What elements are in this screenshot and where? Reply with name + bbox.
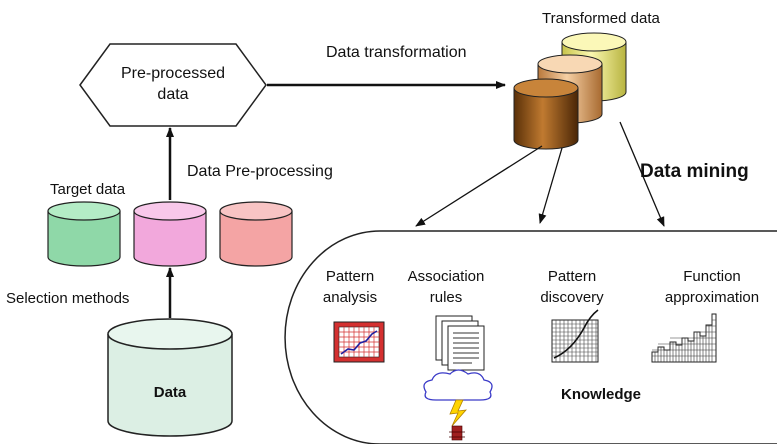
- transformed-data-label: Transformed data: [542, 10, 660, 27]
- mining-arrow-left: [415, 145, 543, 227]
- knowledge-container: [284, 230, 777, 444]
- preprocessed-label-line2: data: [157, 86, 188, 103]
- data-preprocessing-label: Data Pre-processing: [187, 163, 333, 180]
- pattern-analysis-chart-icon: [333, 321, 385, 363]
- document-stack-icon: [435, 315, 485, 371]
- mining-arrow-middle: [538, 147, 563, 224]
- data-mining-label: Data mining: [640, 161, 749, 182]
- knowledge-label: Knowledge: [561, 386, 641, 403]
- method-function-approximation: Function approximation: [665, 268, 759, 306]
- transformed-cylinder-brown: [513, 78, 579, 150]
- preprocessed-label-line1: Pre-processed: [121, 65, 225, 82]
- method-label-line1: Function: [683, 268, 741, 285]
- preprocessed-data-hexagon: Pre-processed data: [79, 43, 267, 127]
- mining-arrow-right: [619, 121, 665, 227]
- method-pattern-analysis: Pattern analysis: [323, 268, 377, 306]
- method-label-line1: Pattern: [326, 268, 374, 285]
- method-label-line1: Association: [408, 268, 485, 285]
- method-label-line2: analysis: [323, 289, 377, 306]
- data-source-cylinder: Data: [107, 318, 233, 437]
- data-transformation-label: Data transformation: [326, 44, 467, 61]
- method-label-line1: Pattern: [548, 268, 596, 285]
- target-cylinder-salmon: [219, 201, 293, 267]
- target-cylinder-green: [47, 201, 121, 267]
- method-label-line2: discovery: [540, 289, 604, 306]
- bar-chart-icon: [651, 313, 717, 363]
- method-association-rules: Association rules: [408, 268, 485, 306]
- target-cylinder-pink: [133, 201, 207, 267]
- data-source-label: Data: [154, 384, 187, 401]
- grid-curve-chart-icon: [551, 309, 599, 363]
- method-label-line2: approximation: [665, 289, 759, 306]
- target-data-label: Target data: [50, 181, 126, 198]
- cloud-lightning-icon: [423, 369, 493, 441]
- method-label-line2: rules: [430, 289, 463, 306]
- selection-methods-label: Selection methods: [6, 290, 129, 307]
- method-pattern-discovery: Pattern discovery: [540, 268, 604, 306]
